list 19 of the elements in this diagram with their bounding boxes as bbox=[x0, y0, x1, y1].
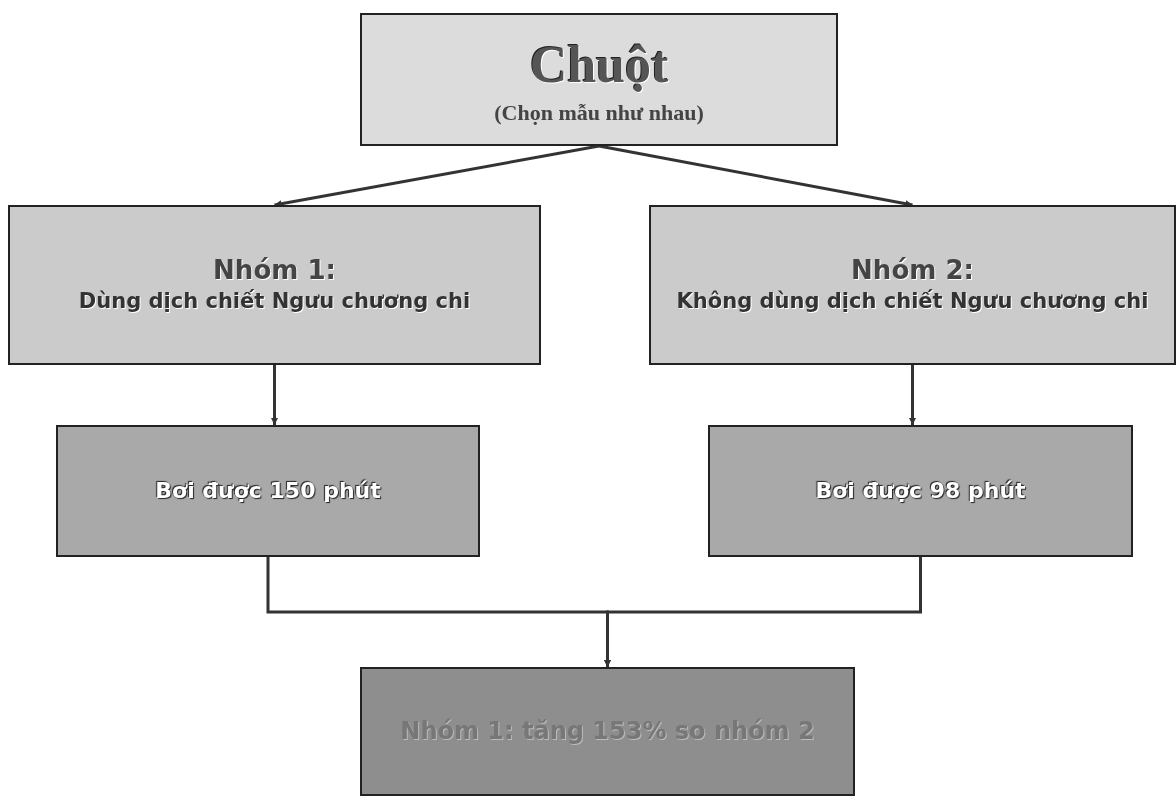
arrow bbox=[271, 365, 278, 425]
box-text: Bơi được 98 phút bbox=[815, 476, 1026, 505]
arrow bbox=[604, 557, 922, 667]
process-box bbox=[8, 205, 541, 365]
box-heading: Nhóm 2: bbox=[851, 254, 974, 288]
box-text: Dùng dịch chiết Ngưu chương chi bbox=[78, 288, 471, 316]
arrow bbox=[598, 144, 913, 208]
box-heading: Chuột bbox=[529, 35, 669, 96]
arrow bbox=[909, 365, 916, 425]
process-box bbox=[708, 425, 1133, 557]
box-heading: Nhóm 1: bbox=[213, 254, 336, 288]
arrow bbox=[274, 144, 600, 208]
process-box bbox=[56, 425, 480, 557]
box-text: (Chọn mẫu như nhau) bbox=[494, 99, 704, 127]
process-box bbox=[360, 667, 855, 796]
box-text: Không dùng dịch chiết Ngưu chương chi bbox=[676, 288, 1149, 316]
box-text: Bơi được 150 phút bbox=[155, 476, 381, 505]
process-box bbox=[649, 205, 1176, 365]
process-box bbox=[360, 13, 838, 146]
